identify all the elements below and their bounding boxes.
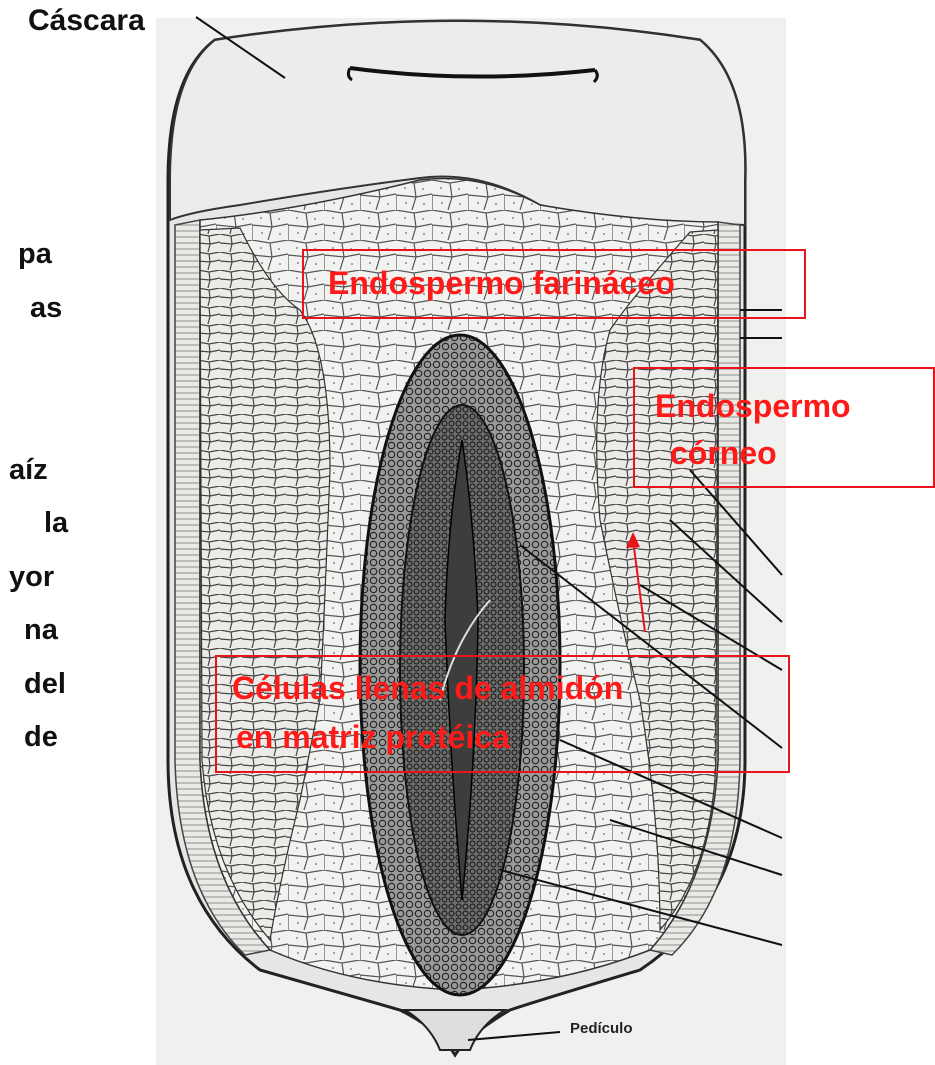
endospermo-farinaceo-label: Endospermo farináceo [328,263,675,303]
left-fragment-6: na [24,614,58,647]
left-fragment-5: yor [9,561,54,594]
cascara-label: Cáscara [28,4,145,38]
celulas-label-line2: en matriz protéica [236,717,510,757]
celulas-label-line1: Células llenas de almidón [232,668,623,708]
left-fragment-3: aíz [9,454,48,487]
pediculo-label: Pedículo [570,1020,633,1037]
endospermo-corneo-label-line1: Endospermo [655,386,851,426]
left-fragment-1: pa [18,238,52,271]
left-fragment-8: de [24,721,58,754]
left-fragment-2: as [30,292,62,325]
left-fragment-7: del [24,668,66,701]
endospermo-corneo-label-line2: córneo [670,433,777,473]
left-fragment-4: la [44,507,68,540]
